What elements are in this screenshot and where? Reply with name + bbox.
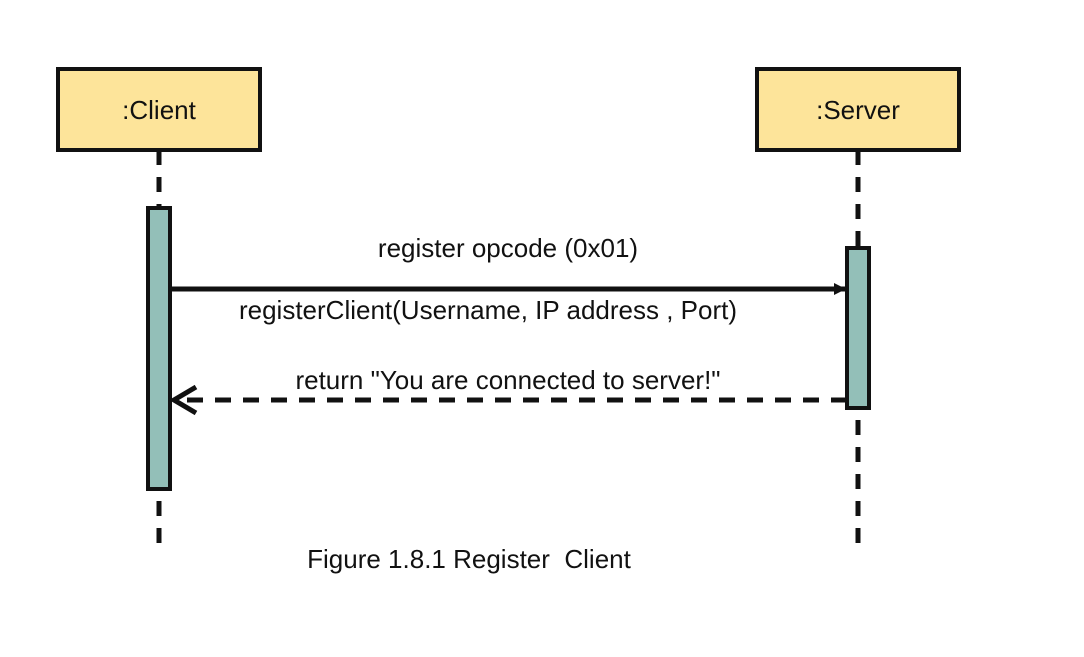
- server-activation-bar: [845, 246, 871, 410]
- participant-server-box: [755, 67, 961, 152]
- participant-client-box: [56, 67, 262, 152]
- response-message: return "You are connected to server!": [169, 365, 847, 416]
- participant-client: :Client: [56, 67, 262, 152]
- request-label-above: register opcode (0x01): [378, 233, 638, 263]
- request-message: register opcode (0x01) registerClient(Us…: [170, 233, 846, 325]
- client-activation-bar: [146, 206, 172, 491]
- response-arrowhead: [169, 384, 198, 416]
- request-label-below: registerClient(Username, IP address , Po…: [239, 295, 737, 325]
- participant-server: :Server: [755, 67, 961, 152]
- participant-server-label: :Server: [816, 95, 900, 125]
- figure-caption: Figure 1.8.1 Register Client: [307, 544, 631, 574]
- participant-client-label: :Client: [122, 95, 196, 125]
- response-label: return "You are connected to server!": [295, 365, 720, 395]
